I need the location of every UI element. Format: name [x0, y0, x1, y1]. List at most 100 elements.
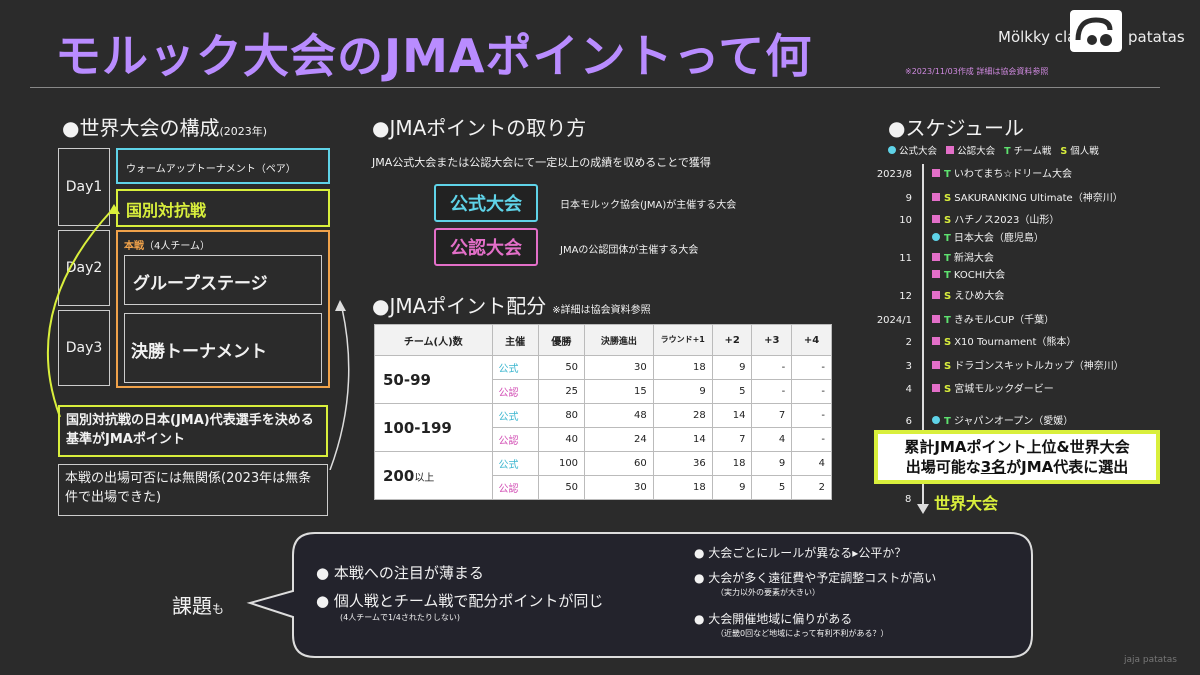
page-title: モルック大会のJMAポイントって何	[55, 29, 813, 83]
issue-item: ● 本戦への注目が薄まる	[316, 564, 484, 582]
schedule-month: 12	[899, 291, 912, 302]
certified-square-icon	[932, 193, 940, 201]
official-dot-icon	[932, 233, 940, 241]
issue-item: ● 大会ごとにルールが異なる▸公平か？	[694, 546, 907, 560]
final-tournament-box: 決勝トーナメント	[124, 313, 322, 383]
schedule-event-name: X10 Tournament（熊本）	[954, 337, 1077, 348]
official-desc: 日本モルック協会(JMA)が主催する大会	[560, 200, 737, 211]
schedule-event-name: SAKURANKING Ultimate（神奈川）	[954, 193, 1123, 204]
table-row: 100-199 公式 80 48 28 14 7 -	[374, 403, 832, 452]
certified-desc: JMAの公認団体が主催する大会	[560, 245, 699, 256]
certified-square-icon	[932, 215, 940, 223]
brand-left: Mölkky clan	[998, 28, 1086, 46]
schedule-month: 2023/8	[876, 169, 912, 180]
table-row: 公認 50 30 18 9 5 2	[375, 475, 832, 500]
schedule-type: T	[944, 416, 951, 427]
acquire-desc: JMA公式大会または公認大会にて一定以上の成績を収めることで獲得	[372, 156, 711, 169]
main-label: 本戦（4人チーム）	[124, 241, 211, 252]
footer-credit: jaja patatas	[1124, 655, 1177, 665]
eligibility-note: 本戦の出場可否には無関係(2023年は無条件で出場できた)	[58, 464, 328, 516]
schedule-month: 11	[899, 253, 912, 264]
table-row: 50-99 公式 50 30 18 9 - -	[374, 355, 832, 404]
certified-square-icon	[932, 169, 940, 177]
points-table: チーム(人)数 主催 優勝 決勝進出 ラウンド+1 +2 +3 +4 50-99…	[374, 324, 832, 500]
structure-heading: ●世界大会の構成(2023年)	[62, 116, 268, 140]
official-dot-icon	[932, 416, 940, 424]
issue-subnote: （実力以外の要素が大きい）	[716, 588, 820, 597]
schedule-type: T	[944, 315, 951, 326]
certified-square-icon	[932, 315, 940, 323]
official-dot-icon	[888, 146, 896, 154]
schedule-type: S	[944, 193, 952, 204]
header-divider	[30, 87, 1160, 88]
schedule-month: 9	[905, 193, 912, 204]
schedule-type: T	[944, 253, 951, 264]
selection-callout: 累計JMAポイント上位&世界大会 出場可能な3名がJMA代表に選出	[874, 430, 1160, 484]
schedule-event-name: KOCHI大会	[953, 270, 1006, 281]
certified-square-icon	[932, 337, 940, 345]
table-row: 200以上 公式 100 60 36 18 9 4	[374, 451, 832, 500]
schedule-type: T	[944, 233, 951, 244]
schedule-event-name: 日本大会（鹿児島）	[953, 233, 1044, 244]
main-tournament-box: 本戦（4人チーム）	[116, 230, 330, 388]
official-badge: 公式大会	[434, 184, 538, 222]
schedule-legend: 公式大会 公認大会 T チーム戦 S 個人戦	[888, 143, 1099, 157]
schedule-type: S	[944, 337, 952, 348]
issues-speech-bubble	[246, 532, 1033, 658]
schedule-type: T	[944, 270, 951, 281]
connector-arrows	[46, 204, 350, 470]
schedule-month: 10	[899, 215, 912, 226]
issue-item: ● 大会開催地域に偏りがある	[694, 612, 853, 626]
timeline-line	[922, 164, 924, 504]
day2: Day2	[58, 230, 110, 306]
issue-item: ● 大会が多く遠征費や予定調整コストが高い	[694, 571, 937, 585]
schedule-event-name: ドラゴンスキットルカップ（神奈川）	[954, 361, 1124, 372]
schedule-event-name: 宮城モルックダービー	[954, 384, 1054, 395]
final-month: 8	[905, 494, 912, 505]
schedule-type: T	[944, 169, 951, 180]
schedule-event-name: いわてまち☆ドリーム大会	[953, 169, 1072, 180]
title-note: ※2023/11/03作成 詳細は協会資料参照	[905, 67, 1049, 76]
certified-square-icon	[946, 146, 955, 154]
jma-criteria-note: 国別対抗戦の日本(JMA)代表選手を決める基準がJMAポイント	[58, 405, 328, 457]
logo-icon	[1070, 10, 1122, 52]
schedule-type: S	[944, 384, 952, 395]
timeline-arrow-icon	[917, 504, 929, 514]
world-championship-label: 世界大会	[934, 494, 999, 513]
schedule-heading: ●スケジュール	[888, 116, 1025, 140]
certified-square-icon	[932, 384, 940, 392]
schedule-type: S	[944, 361, 952, 372]
issues-label: 課題も	[172, 594, 225, 618]
issue-subnote: (4人チームで1/4されたりしない)	[340, 613, 460, 622]
schedule-month: 3	[905, 361, 912, 372]
national-box: 国別対抗戦	[116, 189, 330, 227]
table-header-row: チーム(人)数 主催 優勝 決勝進出 ラウンド+1 +2 +3 +4	[374, 324, 832, 356]
schedule-month: 2	[905, 337, 912, 348]
day3: Day3	[58, 310, 110, 386]
issue-subnote: （近畿0回など地域によって有利不利がある？）	[716, 629, 889, 638]
day1: Day1	[58, 148, 110, 226]
certified-square-icon	[932, 291, 940, 299]
schedule-event-name: えひめ大会	[954, 291, 1005, 302]
schedule-event-name: きみモルCUP（千葉）	[953, 315, 1055, 326]
certified-square-icon	[932, 361, 940, 369]
schedule-month: 6	[905, 416, 912, 427]
issue-item: ● 個人戦とチーム戦で配分ポイントが同じ	[316, 592, 604, 610]
certified-square-icon	[932, 270, 940, 278]
acquire-heading: ●JMAポイントの取り方	[372, 116, 587, 140]
schedule-event-name: 新潟大会	[953, 253, 994, 264]
schedule-month: 4	[905, 384, 912, 395]
group-stage-box: グループステージ	[124, 255, 322, 305]
distribution-heading: ●JMAポイント配分※詳細は協会資料参照	[372, 294, 651, 318]
